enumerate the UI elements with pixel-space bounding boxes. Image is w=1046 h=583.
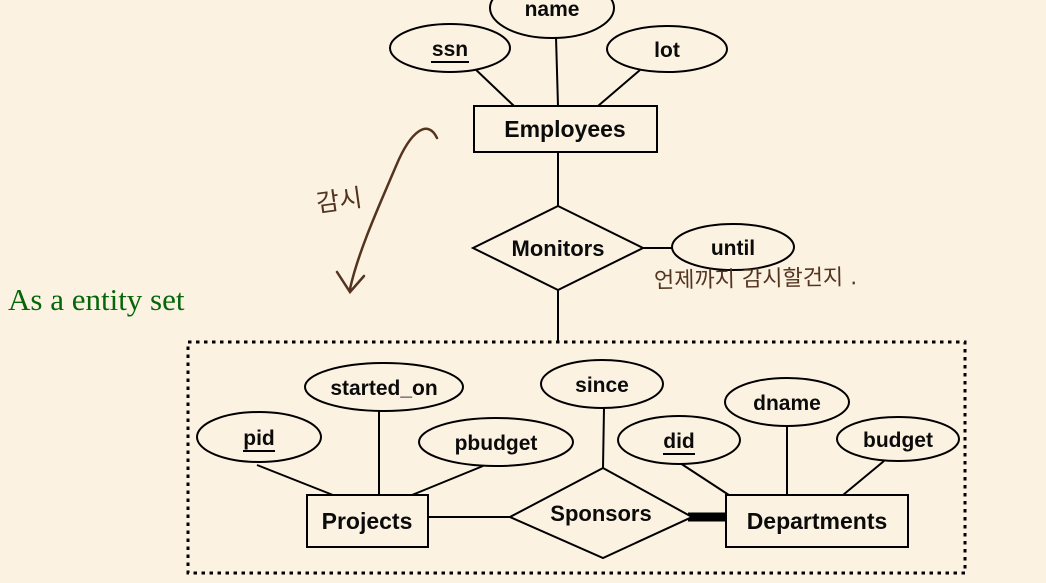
attribute-label-since: since bbox=[575, 374, 629, 397]
attribute-ellipse-until bbox=[671, 223, 795, 271]
attribute-ellipse-ssn bbox=[389, 23, 511, 73]
connector-lot-employees bbox=[597, 69, 641, 107]
attribute-ellipse-name bbox=[489, 0, 615, 39]
attribute-ellipse-pid bbox=[196, 411, 322, 463]
relationship-label-sponsors: Sponsors bbox=[550, 501, 651, 526]
attribute-ellipse-budget bbox=[836, 416, 960, 462]
attribute-ellipse-pbudget bbox=[418, 417, 574, 467]
handwriting-monitor-label: 감시 bbox=[314, 182, 365, 219]
connector-did-departments bbox=[679, 462, 736, 500]
attribute-label-started-on: started_on bbox=[330, 377, 437, 400]
connector-budget-departments bbox=[842, 460, 885, 496]
handwriting-until-note: 언제까지 감시할건지 . bbox=[653, 265, 858, 294]
entity-projects bbox=[306, 494, 429, 548]
connector-pbudget-projects bbox=[411, 465, 484, 496]
connector-ssn-employees bbox=[471, 65, 515, 107]
entity-label-departments: Departments bbox=[747, 508, 888, 534]
attribute-label-dname: dname bbox=[753, 392, 821, 415]
attribute-ellipse-since bbox=[540, 359, 664, 409]
attribute-label-budget: budget bbox=[863, 429, 933, 452]
entity-label-projects: Projects bbox=[322, 508, 413, 534]
relationship-label-monitors: Monitors bbox=[512, 236, 605, 261]
relationship-monitors bbox=[470, 204, 646, 292]
entity-set-caption: As a entity set bbox=[8, 282, 185, 317]
hand-arrow-shaft bbox=[348, 127, 439, 291]
attribute-label-until: until bbox=[711, 237, 755, 260]
attribute-ellipse-started-on bbox=[304, 362, 464, 412]
connector-since-sponsors bbox=[602, 407, 605, 469]
attribute-label-name: name bbox=[525, 0, 580, 21]
connector-pid-projects bbox=[256, 464, 339, 498]
relationship-sponsors bbox=[507, 466, 695, 560]
hand-arrow-head bbox=[335, 270, 366, 295]
connector-name-employees bbox=[555, 36, 559, 107]
attribute-label-pid: pid bbox=[243, 427, 275, 450]
hand-arrow bbox=[335, 127, 439, 295]
entity-employees bbox=[473, 105, 658, 153]
connector-lines-top bbox=[471, 36, 673, 341]
attribute-label-ssn: ssn bbox=[432, 38, 468, 61]
attribute-ellipse-dname bbox=[724, 377, 850, 427]
attribute-label-did: did bbox=[663, 430, 695, 453]
attribute-ellipse-lot bbox=[606, 25, 728, 73]
attribute-ellipse-did bbox=[617, 415, 741, 465]
connector-lines-bottom bbox=[256, 407, 885, 518]
entity-label-employees: Employees bbox=[504, 116, 625, 142]
entity-departments bbox=[725, 494, 909, 548]
attribute-label-lot: lot bbox=[654, 39, 680, 62]
attribute-label-pbudget: pbudget bbox=[455, 432, 538, 455]
